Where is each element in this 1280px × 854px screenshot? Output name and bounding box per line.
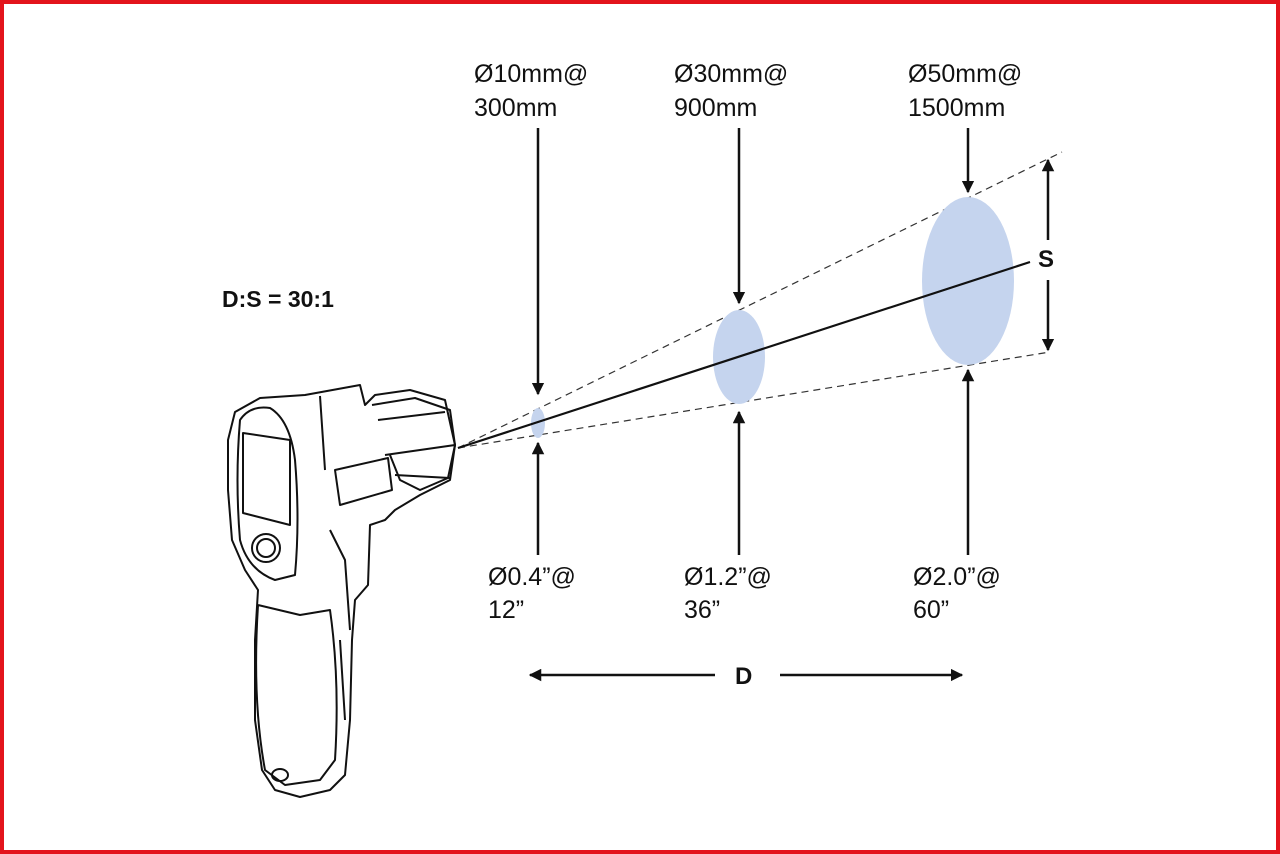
spot-1-metric-distance: 300mm <box>474 94 557 122</box>
fov-upper-boundary <box>457 151 1063 449</box>
infrared-thermometer-icon <box>227 384 456 798</box>
spot-3-metric-distance: 1500mm <box>908 94 1005 122</box>
spot-3-metric-size: Ø50mm@ <box>908 60 1022 88</box>
fov-lower-boundary <box>457 351 1051 449</box>
spot-1-metric-size: Ø10mm@ <box>474 60 588 88</box>
center-beam-line <box>457 260 1031 450</box>
spot-1-imperial-distance: 12” <box>488 596 524 624</box>
spot-size-label: S <box>1038 246 1054 273</box>
ratio-label: D:S = 30:1 <box>222 286 334 312</box>
spot-2-metric-size: Ø30mm@ <box>674 60 788 88</box>
spot-1-imperial-size: Ø0.4”@ <box>488 563 576 591</box>
spot-3-imperial-size: Ø2.0”@ <box>913 563 1001 591</box>
dimension-arrows <box>528 128 1055 682</box>
spot-2-imperial-distance: 36” <box>684 596 720 624</box>
spot-2-metric-distance: 900mm <box>674 94 757 122</box>
spot-3-imperial-distance: 60” <box>913 596 949 624</box>
spot-3-ellipse <box>922 197 1014 365</box>
spot-2-imperial-size: Ø1.2”@ <box>684 563 772 591</box>
distance-label: D <box>735 663 752 690</box>
